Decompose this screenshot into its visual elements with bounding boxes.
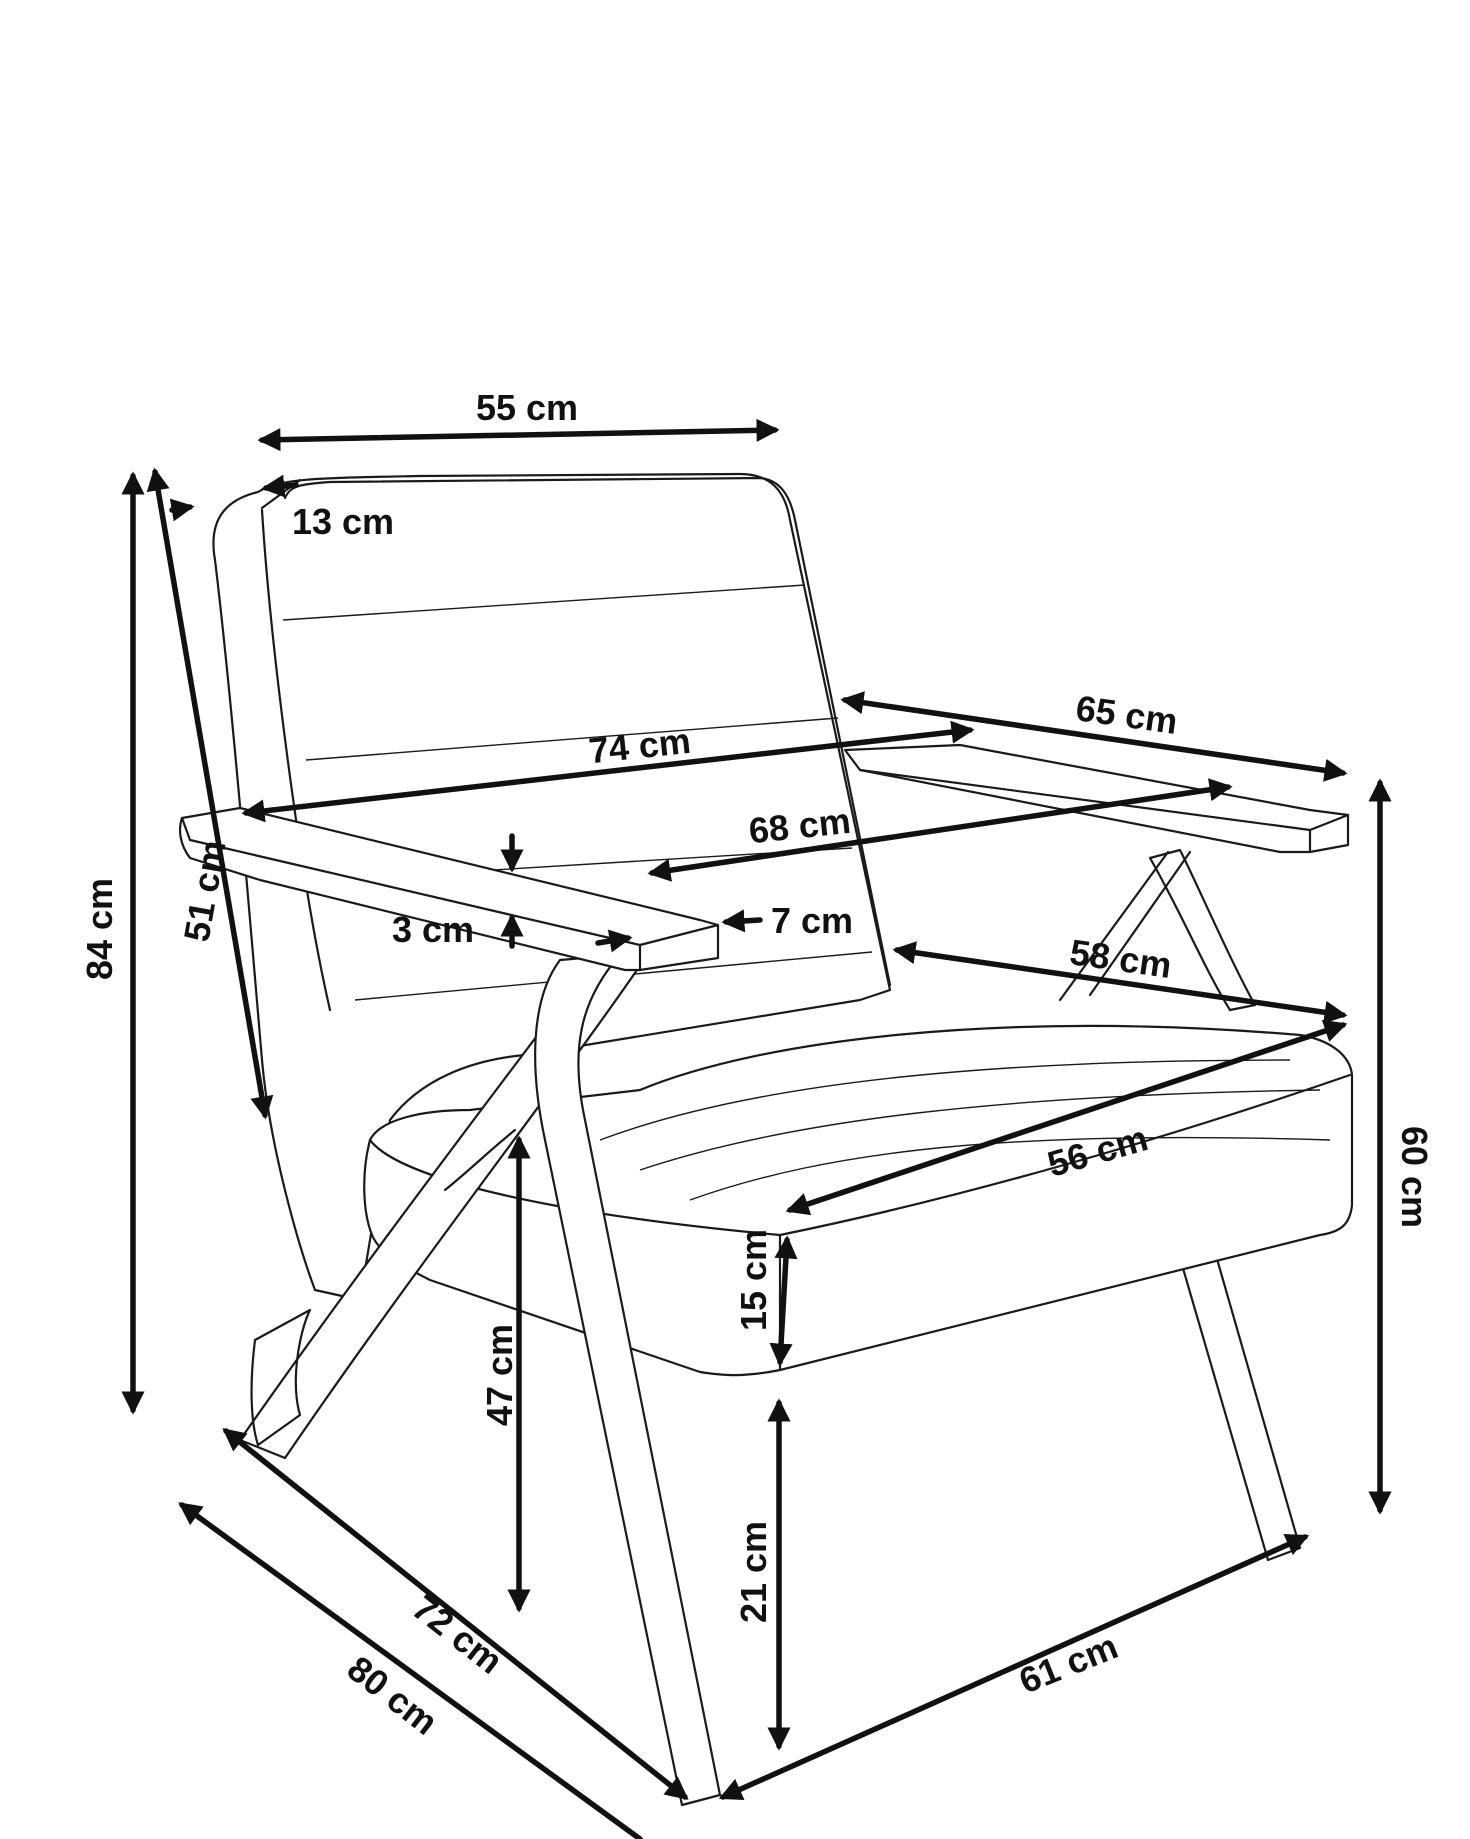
- dim-55-line: [257, 418, 780, 452]
- dim-7-line-left: [595, 929, 633, 953]
- dim-72-line: [222, 1428, 689, 1800]
- label-backrest-height: 51 cm: [176, 837, 234, 945]
- label-arm-height: 60 cm: [1394, 1126, 1435, 1228]
- rear-arm-support: [1148, 848, 1257, 1012]
- label-cushion-thickness: 15 cm: [733, 1229, 774, 1331]
- dim-58-line: [892, 941, 1348, 1024]
- dim-68-line: [647, 778, 1233, 882]
- label-seat-height: 47 cm: [479, 1324, 520, 1426]
- dim-61-line: [718, 1533, 1310, 1801]
- dim-56-line: [785, 1019, 1348, 1216]
- dim-13-line-top: [261, 474, 299, 498]
- backrest-seam: [282, 584, 806, 621]
- backrest-panel: [283, 476, 892, 987]
- dim-51-line: [146, 467, 274, 1120]
- dimension-lines: [121, 418, 1392, 1839]
- dim-7-line-right: [721, 909, 763, 933]
- label-overall-height: 84 cm: [79, 878, 120, 980]
- label-base-width: 61 cm: [1013, 1625, 1123, 1701]
- dim-80-line: [178, 1502, 643, 1839]
- dim-65-line: [840, 691, 1348, 782]
- label-ground-clearance: 21 cm: [733, 1521, 774, 1623]
- label-backrest-depth: 13 cm: [292, 501, 394, 542]
- back-leg: [1178, 1250, 1302, 1562]
- dimension-labels: 55 cm 13 cm 84 cm 51 cm 74 cm 65 cm 68 c…: [79, 387, 1435, 1743]
- label-armrest-thickness: 3 cm: [392, 909, 474, 950]
- dim-15-line: [769, 1235, 798, 1367]
- label-base-depth: 72 cm: [405, 1587, 511, 1682]
- label-armrest-width: 7 cm: [771, 900, 853, 941]
- dim-13-line: [169, 498, 195, 522]
- label-backrest-width: 55 cm: [476, 387, 578, 428]
